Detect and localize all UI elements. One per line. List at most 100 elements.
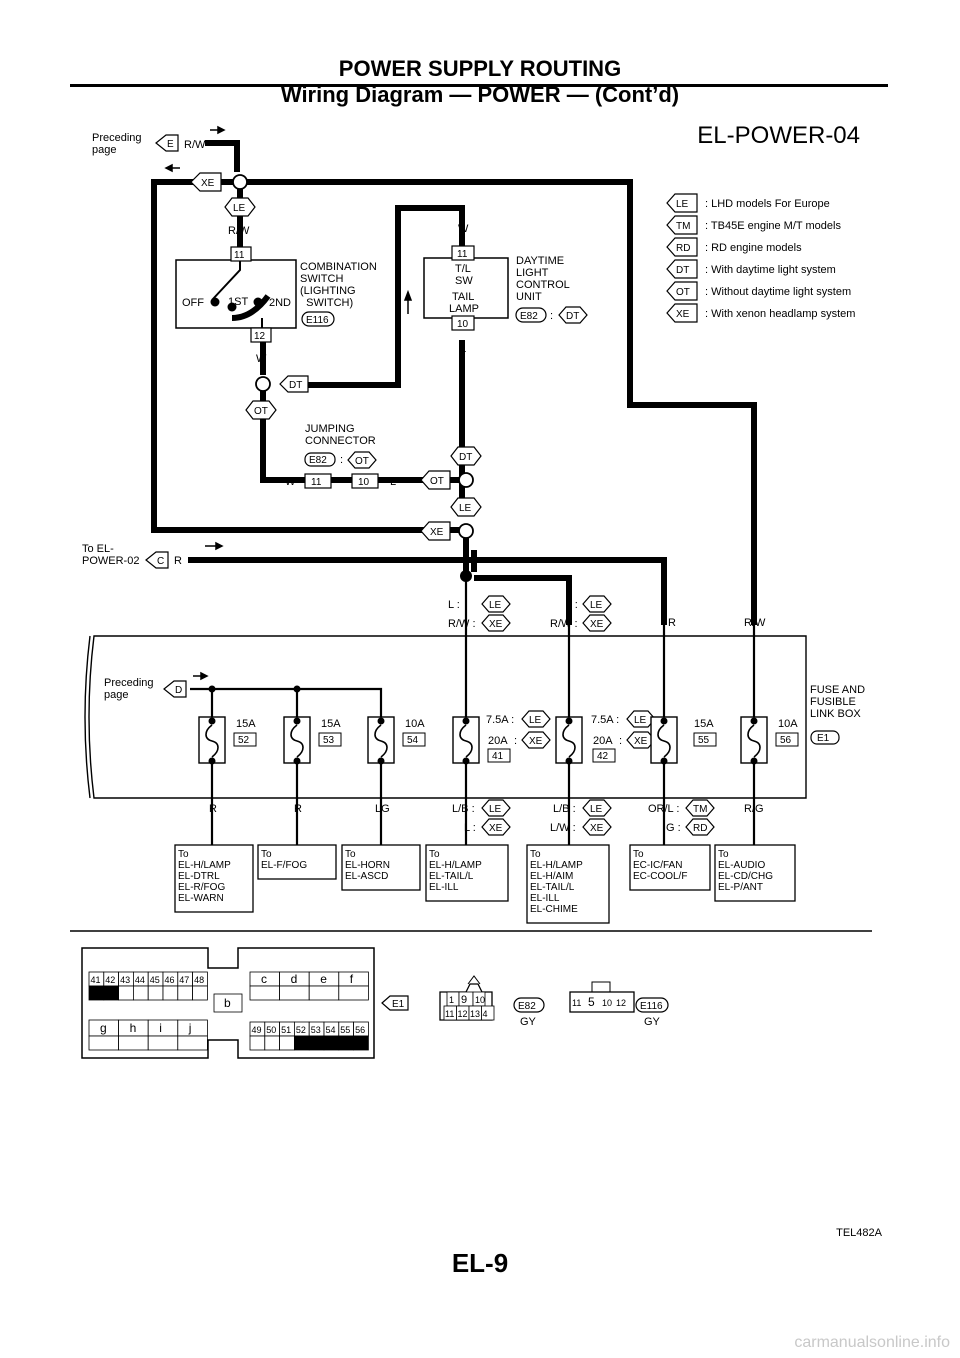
svg-text:1ST: 1ST: [228, 296, 248, 308]
svg-text:7.5A :: 7.5A :: [486, 714, 514, 726]
svg-text:To: To: [345, 849, 356, 860]
svg-text:7.5A :: 7.5A :: [591, 714, 619, 726]
svg-text:EL-DTRL: EL-DTRL: [178, 871, 220, 882]
svg-text:EL-CHIME: EL-CHIME: [530, 904, 578, 915]
daytime-light-unit-box: [423, 257, 509, 319]
fuse-41: 7.5A : LE 20A : XE 41: [452, 710, 551, 765]
connector-tag-c: C: [145, 551, 169, 569]
svg-text:45: 45: [150, 975, 160, 985]
svg-text:SWITCH: SWITCH: [300, 273, 343, 285]
svg-text:g: g: [100, 1021, 107, 1035]
svg-text:10A: 10A: [778, 718, 798, 730]
legend-item-dt: DT: With daytime light system: [666, 259, 836, 279]
svg-text:TM: TM: [693, 804, 707, 815]
fuse-box-outline: [88, 635, 807, 799]
svg-text:W: W: [458, 223, 469, 235]
svg-text:LE: LE: [634, 715, 647, 726]
svg-text:W: W: [256, 353, 267, 365]
svg-text:11: 11: [234, 250, 245, 261]
svg-text:10: 10: [602, 998, 612, 1008]
connector-id-e1: [810, 730, 840, 745]
svg-text:T/L: T/L: [455, 263, 471, 275]
svg-text:To: To: [261, 849, 272, 860]
svg-text:41: 41: [91, 975, 101, 985]
svg-text:: LHD models For Europe: : LHD models For Europe: [705, 198, 830, 210]
jumping-pin-11: [304, 473, 332, 489]
splice-point: [460, 570, 472, 582]
legend-item-rd: RD : RD engine models: [666, 237, 802, 257]
svg-text:L :: L :: [566, 599, 578, 611]
svg-text:OT: OT: [676, 287, 690, 298]
svg-text:c: c: [261, 972, 267, 986]
svg-text:e: e: [320, 972, 327, 986]
svg-text:49: 49: [252, 1025, 262, 1035]
svg-text:11: 11: [572, 998, 581, 1008]
svg-text:EL-R/FOG: EL-R/FOG: [178, 882, 225, 893]
svg-text:20A: 20A: [488, 735, 508, 747]
svg-text:R/W: R/W: [184, 139, 206, 151]
svg-text:L/B :: L/B :: [452, 803, 475, 815]
svg-text:55: 55: [698, 735, 710, 746]
svg-text:RD: RD: [676, 243, 690, 254]
svg-text:E116: E116: [640, 1001, 663, 1012]
svg-text:R: R: [668, 617, 676, 629]
svg-text:: With daytime light system: : With daytime light system: [705, 264, 836, 276]
svg-text:R/W :: R/W :: [550, 618, 578, 630]
svg-text:b: b: [224, 996, 231, 1010]
svg-text:GY: GY: [644, 1016, 661, 1028]
fuse-feeds: [190, 578, 756, 845]
svg-text:i: i: [159, 1021, 162, 1035]
svg-text:: RD engine models: : RD engine models: [705, 242, 802, 254]
tag-dt-2: DT: [450, 446, 482, 466]
connector-tag-d: D: [163, 680, 187, 698]
svg-text:15A: 15A: [236, 718, 256, 730]
arrow-icon: [164, 163, 180, 173]
svg-text:42: 42: [597, 751, 609, 762]
svg-text:TM: TM: [676, 221, 690, 232]
tag-xe-2: XE: [420, 521, 451, 541]
connector-id-e116: [301, 311, 335, 327]
svg-text:2ND: 2ND: [269, 297, 291, 309]
svg-text:EL-ILL: EL-ILL: [530, 893, 560, 904]
svg-text:11: 11: [445, 1009, 454, 1019]
svg-text:j: j: [188, 1021, 192, 1035]
svg-text:G :: G :: [666, 822, 681, 834]
svg-text:W: W: [285, 476, 296, 488]
svg-text:page: page: [104, 689, 128, 701]
legend-item-le: LE: LHD models For Europe: [666, 193, 830, 213]
fuse-56: 10A 56: [740, 716, 799, 765]
svg-text:FUSIBLE: FUSIBLE: [810, 696, 856, 708]
svg-text:11: 11: [311, 477, 322, 488]
svg-text:UNIT: UNIT: [516, 291, 542, 303]
svg-text:R: R: [174, 555, 182, 567]
svg-text::: :: [619, 735, 622, 747]
tag-ot-1: OT: [245, 400, 277, 420]
svg-text:SW: SW: [455, 275, 473, 287]
svg-text:54: 54: [407, 735, 419, 746]
svg-text:E116: E116: [306, 315, 329, 326]
tag-le-2: LE: [450, 497, 482, 517]
svg-text:XE: XE: [529, 736, 543, 747]
svg-text:LE: LE: [529, 715, 542, 726]
svg-text:XE: XE: [590, 619, 604, 630]
svg-text:41: 41: [492, 751, 504, 762]
svg-text:EL-P/ANT: EL-P/ANT: [718, 882, 763, 893]
svg-text:EL-ILL: EL-ILL: [429, 882, 459, 893]
svg-text:XE: XE: [676, 309, 690, 320]
arrow-icon: [210, 125, 226, 135]
svg-text:CONNECTOR: CONNECTOR: [305, 435, 376, 447]
diagram-id: EL-POWER-04: [697, 122, 860, 149]
svg-text:47: 47: [179, 975, 189, 985]
svg-text:L: L: [390, 476, 396, 488]
tag-le-1: LE: [224, 197, 256, 217]
svg-text:48: 48: [194, 975, 204, 985]
svg-text:53: 53: [323, 735, 335, 746]
svg-text:XE: XE: [201, 178, 215, 189]
wire-junction: [232, 174, 248, 190]
figure-code: TEL482A: [836, 1227, 883, 1239]
svg-text:f: f: [350, 972, 354, 986]
